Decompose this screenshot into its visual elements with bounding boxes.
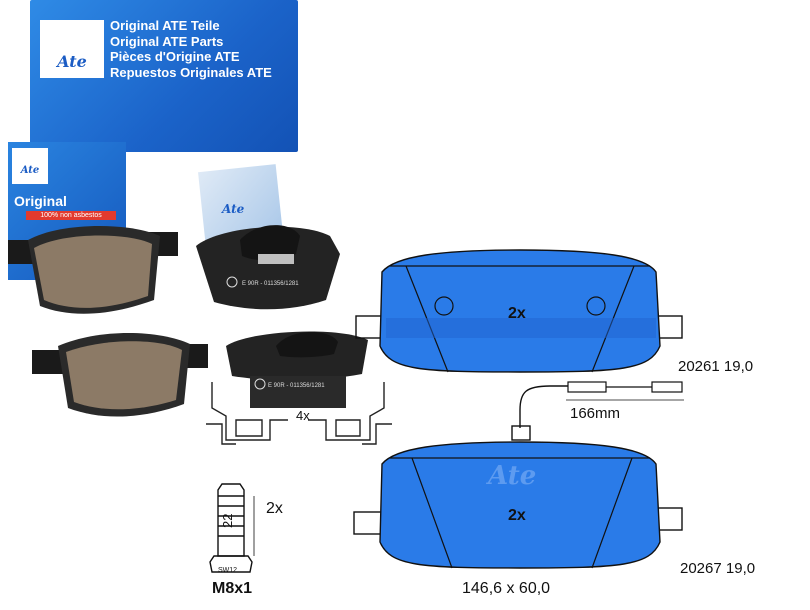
ate-logo-plate — [40, 20, 104, 78]
upper-quantity: 2x — [508, 305, 526, 322]
brake-pad-lower-left — [32, 333, 208, 417]
packaging-line-fr: Pièces d'Origine ATE — [110, 49, 240, 64]
non-asbestos-badge: 100% non asbestos — [26, 211, 116, 220]
packaging-text: Original ATE Teile Original ATE Parts Pi… — [110, 18, 300, 80]
packaging-line-de: Original ATE Teile — [110, 18, 220, 33]
wear-sensor: 166mm — [511, 381, 684, 441]
packaging-line-es: Repuestos Originales ATE — [110, 64, 272, 80]
part-number-upper: 20261 19,0 — [678, 358, 754, 375]
sensor-length: 166mm — [570, 405, 620, 422]
pad-marking-lower: E 90R - 011356/1281 — [268, 383, 325, 389]
bolt-wrench-size: SW12 — [218, 567, 237, 574]
packaging-line-en: Original ATE Parts — [110, 33, 224, 49]
diagram-watermark: Ate — [485, 461, 536, 491]
diagram-upper: 2x — [355, 249, 683, 373]
ate-logo: Ate — [57, 52, 87, 71]
brake-pad-upper-left — [8, 225, 178, 314]
original-label: Original — [14, 193, 67, 209]
side-text: Fr — [180, 240, 192, 254]
pad-marking: E 90R - 011356/1281 — [242, 281, 299, 287]
small-logo-plate — [12, 148, 48, 184]
bolt-quantity: 2x — [266, 500, 283, 517]
clip-outline — [206, 382, 392, 445]
pad-dimensions: 146,6 x 60,0 — [462, 580, 551, 597]
bolt-diagram — [209, 483, 255, 573]
diagram-lower: Ate 2x — [353, 441, 683, 569]
part-number-lower: 20267 19,0 — [680, 560, 756, 577]
bolt-length: 22 — [220, 514, 235, 528]
card-ate-logo: Ate — [222, 202, 245, 216]
brake-pad-backplate-upper: E 90R - 011356/1281 — [196, 225, 340, 310]
bolt-thread: M8x1 — [212, 580, 253, 597]
brake-pad-backplate-lower: E 90R - 011356/1281 4x — [226, 331, 368, 423]
small-ate-logo: Ate — [20, 165, 40, 176]
lower-quantity: 2x — [508, 507, 526, 524]
clip-quantity: 4x — [296, 408, 310, 423]
